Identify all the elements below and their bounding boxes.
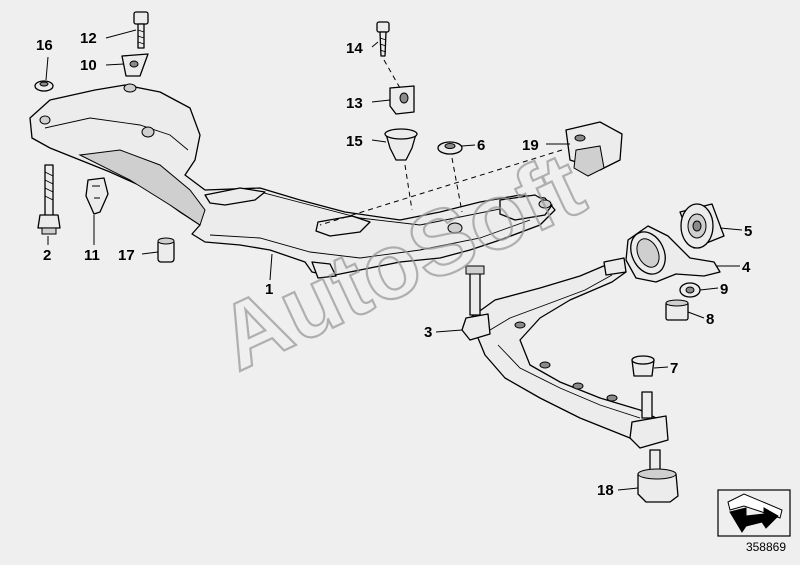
callout-12[interactable]: 12 bbox=[80, 30, 97, 47]
callout-10[interactable]: 10 bbox=[80, 57, 97, 74]
callout-16[interactable]: 16 bbox=[36, 37, 53, 54]
sleeve-17[interactable] bbox=[157, 237, 175, 263]
callout-19[interactable]: 19 bbox=[522, 137, 539, 154]
expansion-nut-15[interactable] bbox=[384, 128, 418, 161]
leader-lines bbox=[45, 29, 743, 491]
nut-6[interactable] bbox=[437, 141, 463, 155]
callout-18[interactable]: 18 bbox=[597, 482, 614, 499]
screw-14[interactable] bbox=[376, 21, 390, 57]
callout-13[interactable]: 13 bbox=[346, 95, 363, 112]
assembly-line bbox=[451, 157, 463, 213]
callout-7[interactable]: 7 bbox=[670, 360, 678, 377]
washer-9[interactable] bbox=[679, 282, 701, 298]
callout-3[interactable]: 3 bbox=[424, 324, 432, 341]
callout-2[interactable]: 2 bbox=[43, 247, 51, 264]
callout-1[interactable]: 1 bbox=[265, 281, 273, 298]
nut-16[interactable] bbox=[34, 80, 54, 92]
callout-11[interactable]: 11 bbox=[84, 247, 100, 264]
clamp-13[interactable] bbox=[389, 85, 415, 115]
callout-8[interactable]: 8 bbox=[706, 311, 714, 328]
callout-9[interactable]: 9 bbox=[720, 281, 728, 298]
front-axle-subframe[interactable] bbox=[29, 83, 556, 279]
hex-bolt-2[interactable] bbox=[37, 164, 61, 235]
bolt-8[interactable] bbox=[665, 299, 689, 321]
callout-5[interactable]: 5 bbox=[744, 223, 752, 240]
assembly-line bbox=[319, 149, 563, 226]
rubber-mounting[interactable] bbox=[679, 203, 725, 249]
callout-4[interactable]: 4 bbox=[742, 259, 751, 276]
callout-15[interactable]: 15 bbox=[346, 133, 363, 150]
control-arm-bracket[interactable] bbox=[624, 225, 721, 283]
self-locking-nut-7[interactable] bbox=[631, 355, 655, 377]
ball-joint-18[interactable] bbox=[637, 449, 679, 503]
front-direction-arrow-icon bbox=[717, 489, 791, 537]
screw-12[interactable] bbox=[133, 11, 149, 49]
assembly-line bbox=[404, 164, 413, 211]
assembly-line bbox=[383, 59, 401, 89]
callout-17[interactable]: 17 bbox=[118, 247, 135, 264]
callout-6[interactable]: 6 bbox=[477, 137, 485, 154]
mount-bracket-19[interactable] bbox=[565, 121, 623, 177]
bump-stop-11[interactable] bbox=[85, 177, 109, 215]
watermark-text: AutoSoft bbox=[203, 134, 598, 391]
cap-10[interactable] bbox=[121, 53, 149, 77]
callout-14[interactable]: 14 bbox=[346, 40, 363, 57]
diagram-number: 358869 bbox=[745, 540, 786, 554]
wishbone-control-arm[interactable] bbox=[461, 257, 669, 449]
